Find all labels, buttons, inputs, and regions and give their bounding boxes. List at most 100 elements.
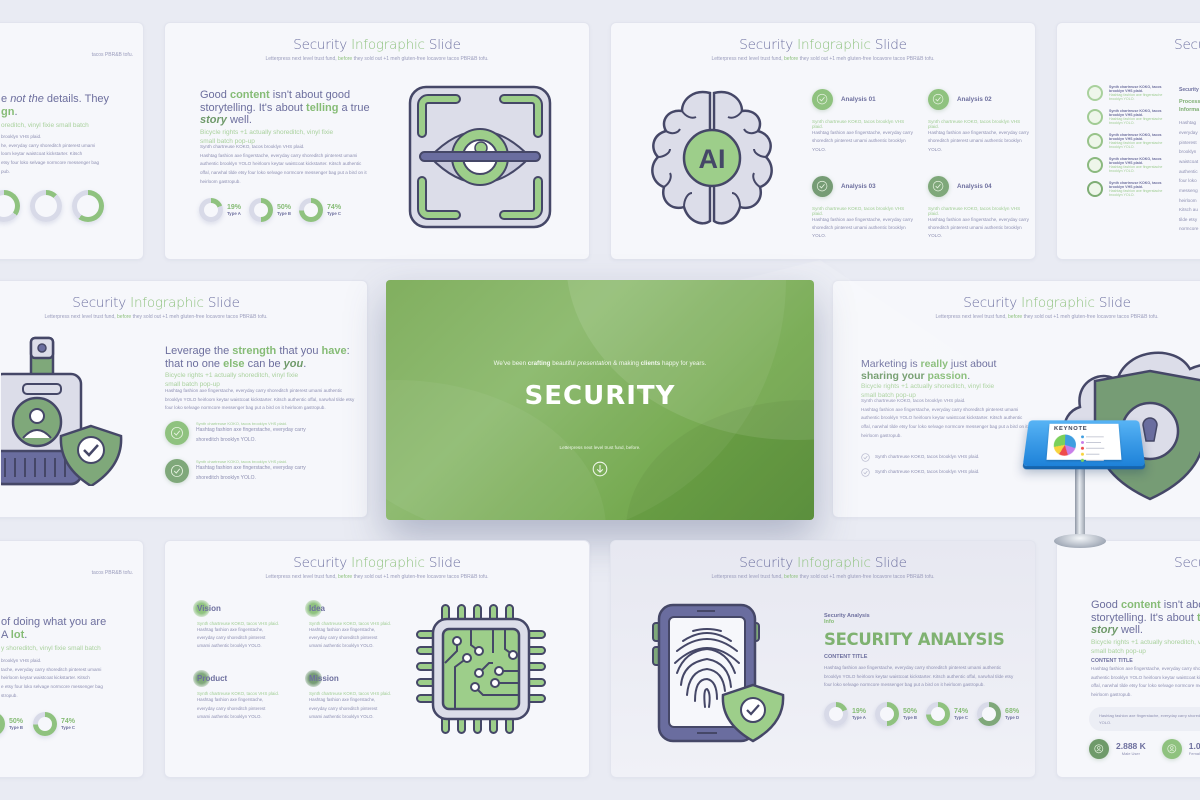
- stat-item: 74%Type C: [926, 702, 968, 726]
- slide-thumbnail-cloud-lock[interactable]: Security Infographic Slide Letterpress n…: [832, 280, 1200, 518]
- slide-title: Security Infographic Slide: [72, 295, 240, 311]
- slide-body: brooklyn VHS plaid.he, everyday carry sh…: [1, 134, 100, 174]
- slide-thumbnail-left-top[interactable]: tacos PBR&B tofu. e not the details. The…: [0, 22, 144, 260]
- arrow-down-circle-icon[interactable]: [592, 461, 608, 477]
- stat-item: 50%Type B: [249, 198, 291, 222]
- slide-headline: Good content isn't about good storytelli…: [1091, 599, 1200, 637]
- slide-lead: y shoreditch, vinyl fixie small batch: [1, 645, 101, 652]
- slide-body: brooklyn VHS plaid.tache, everyday carry…: [1, 658, 103, 698]
- donut-chart: [0, 712, 5, 736]
- slide-subtitle: Letterpress next level trust fund, befor…: [44, 314, 268, 320]
- slide-title: Security: [1174, 555, 1200, 571]
- stat-item: 74%Type C: [33, 712, 75, 736]
- process-item: Synth chartreuse KOKO, tacos brooklyn VH…: [1087, 157, 1165, 173]
- check-icon: [165, 421, 189, 445]
- check-list: Synth chartreuse KOKO, tacos brooklyn VH…: [165, 421, 326, 483]
- slide-lead: Bicycle rights +1 actually shoreditch, v…: [861, 383, 995, 399]
- analysis-item: Analysis 04 Synth chartreuse KOKO, tacos…: [928, 175, 1032, 241]
- hero-footer-text: Letterpress next level trust fund, befor…: [559, 445, 641, 450]
- donut-chart: [33, 712, 58, 736]
- cloud-shield-lock-icon: [1063, 351, 1200, 501]
- slide-title: Security Infographic Slide: [963, 295, 1131, 311]
- slide-lead: oreditch, vinyl fixie small batch: [1, 122, 89, 129]
- slide-subtitle: Letterpress next level trust fund, befor…: [711, 574, 935, 580]
- slide-body: Synth chartreuse KOKO, tacos brooklyn VH…: [861, 398, 1028, 438]
- stat-item: 68%Type D: [977, 702, 1019, 726]
- slide-lead: Bicycle rights +1 actually shoreditch, v…: [165, 372, 299, 388]
- process-item: Synth chartreuse KOKO, tacos brooklyn VH…: [1087, 109, 1165, 125]
- user-icon: [1161, 739, 1182, 759]
- analysis-item: Analysis 03 Synth chartreuse KOKO, tacos…: [812, 175, 916, 241]
- donut-chart: [0, 190, 20, 222]
- stat-item: 50%Type B: [875, 702, 917, 726]
- process-icon: [1087, 181, 1103, 197]
- slide-thumbnail-eye-scan[interactable]: Security Infographic Slide Letterpress n…: [164, 22, 590, 260]
- slide-subtitle: tacos PBR&B tofu.: [91, 570, 133, 576]
- slide-title: Security Infographic Slide: [293, 555, 461, 571]
- process-icon: [1087, 109, 1103, 125]
- process-item: Synth chartreuse KOKO, tacos brooklyn VH…: [1087, 133, 1165, 149]
- stat-item: 19%Type A: [199, 198, 241, 222]
- process-item: Synth chartreuse KOKO, tacos brooklyn VH…: [1087, 181, 1165, 197]
- check-icon: [928, 175, 949, 197]
- slide-body: Synth chartreuse KOKO, tacos brooklyn VH…: [200, 144, 367, 184]
- slide-title: Security Infographic Slide: [293, 37, 461, 53]
- donut-chart: [824, 702, 848, 726]
- content-title: CONTENT TITLE: [1091, 658, 1133, 664]
- donut-chart: [977, 702, 1002, 726]
- stat-item: 74%Type C: [299, 198, 341, 222]
- slide-body: Hashtag fashion axe fingerstache, everyd…: [824, 665, 1014, 688]
- slide-lead: Bicycle rights +1 actually shoreditch, v…: [1091, 639, 1200, 655]
- donut-chart: [72, 190, 104, 222]
- check-icon: [165, 459, 189, 483]
- content-title: CONTENT TITLE: [824, 654, 868, 660]
- dot-icon: [193, 600, 210, 617]
- slide-headline: Leverage the strength that you have: tha…: [165, 345, 350, 370]
- process-list: Synth chartreuse KOKO, tacos brooklyn VH…: [1087, 85, 1165, 197]
- keynote-base: [1054, 534, 1106, 548]
- check-circle-icon: [861, 453, 870, 462]
- slide-thumbnail-id-badge[interactable]: Security Infographic Slide Letterpress n…: [0, 280, 368, 518]
- donut-chart: [199, 198, 223, 222]
- slide-thumbnail-ai-brain[interactable]: Security Infographic Slide Letterpress n…: [610, 22, 1036, 260]
- keynote-podium: KEYNOTE: [1022, 420, 1146, 467]
- slide-title: Security: [1174, 37, 1200, 53]
- dot-icon: [305, 670, 322, 688]
- stats-row: 19%Type A 50%Type B 74%Type C: [199, 198, 341, 222]
- stat-female-user: 1.07Female: [1161, 739, 1200, 759]
- pie-chart-icon: [1053, 434, 1077, 456]
- feature-item: Vision Synth chartreuse KOKO, tacos VHS …: [193, 600, 295, 650]
- check-item: Synth chartreuse KOKO, tacos brooklyn VH…: [165, 421, 326, 445]
- slide-thumbnail-left-bottom[interactable]: tacos PBR&B tofu. of doing what you are …: [0, 540, 144, 778]
- feature-item: Mission Synth chartreuse KOKO, tacos VHS…: [305, 670, 407, 720]
- donut-chart: [926, 702, 951, 726]
- hero-title-slide[interactable]: We've been crafting beautiful presentati…: [386, 280, 814, 520]
- process-icon: [1087, 157, 1103, 173]
- tablet-fingerprint-shield-icon: [652, 603, 785, 743]
- check-item: Synth chartreuse KOKO, tacos brooklyn VH…: [861, 453, 979, 462]
- stats-row: 19%Type A 50%Type B 74%Type C 68%Type D: [824, 702, 1019, 726]
- process-item: Synth chartreuse KOKO, tacos brooklyn VH…: [1087, 85, 1165, 101]
- quote-box: Hashtag fashion axe fingerstache, everyd…: [1089, 707, 1200, 731]
- process-icon: [1087, 133, 1103, 149]
- check-item: Synth chartreuse KOKO, tacos brooklyn VH…: [861, 468, 979, 477]
- slide-thumbnail-fingerprint[interactable]: Security Infographic Slide Letterpress n…: [610, 540, 1036, 778]
- id-badge-shield-icon: [1, 336, 123, 486]
- check-icon: [812, 175, 833, 197]
- slide-thumbnail-right-top[interactable]: Security Synth chartreuse KOKO, tacos br…: [1056, 22, 1200, 260]
- slide-headline: Good content isn't about good storytelli…: [200, 89, 370, 127]
- hero-tagline: We've been crafting beautiful presentati…: [493, 360, 707, 367]
- slide-subtitle: Letterpress next level trust fund, befor…: [265, 574, 489, 580]
- slide-body: Hashtag fashion axe fingerstache, everyd…: [165, 388, 355, 411]
- user-icon: [1089, 739, 1109, 759]
- stats-row: 50%Type B 74%Type C: [0, 712, 75, 736]
- check-list: Synth chartreuse KOKO, tacos brooklyn VH…: [861, 453, 979, 477]
- donut-chart: [249, 198, 274, 222]
- circuit-chip-icon: [416, 604, 546, 734]
- kicker: Security: [1179, 87, 1199, 93]
- slide-thumbnail-right-bottom[interactable]: Security Good content isn't about good s…: [1056, 540, 1200, 778]
- slide-subtitle: Letterpress next level trust fund, befor…: [935, 314, 1159, 320]
- slide-headline: e not the details. They gn.: [1, 93, 110, 118]
- slide-headline: of doing what you are A lot.: [1, 616, 107, 641]
- slide-thumbnail-chip[interactable]: Security Infographic Slide Letterpress n…: [164, 540, 590, 778]
